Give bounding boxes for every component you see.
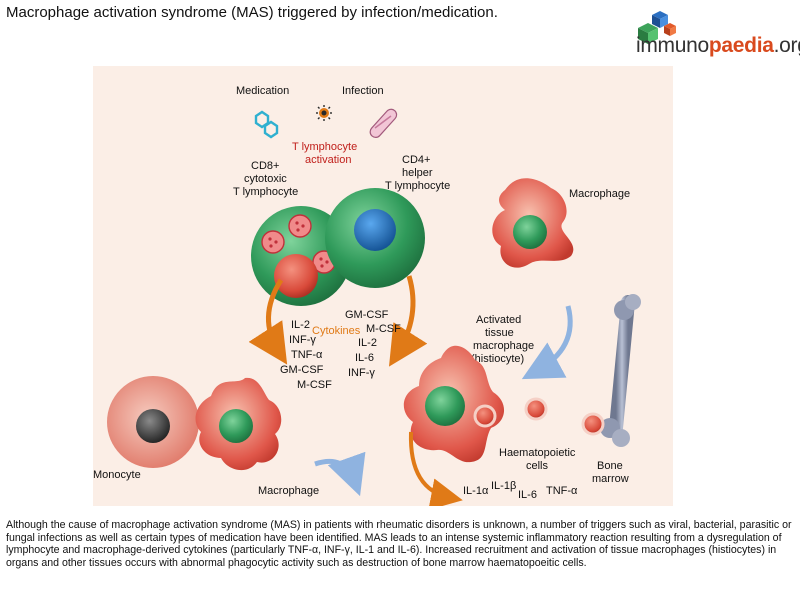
activated-label-line3: macrophage: [473, 340, 534, 352]
mas-diagram: Medication Infection T lymphocyte activa…: [93, 66, 673, 506]
medication-molecule-icon: [254, 110, 279, 139]
cd4-cytokine-arrow: [388, 275, 428, 367]
cd4-label-line2: helper: [402, 167, 433, 179]
cd4-nucleus: [354, 209, 396, 251]
right-cytokine-4: IL-6: [355, 352, 374, 364]
resting-macrophage: [492, 178, 574, 268]
cytotoxic-granules: [261, 214, 336, 274]
logo-text-org: .org: [773, 34, 800, 57]
monocyte-label: Monocyte: [93, 469, 141, 481]
activated-macrophage-nucleus: [425, 386, 465, 426]
haematopoietic-cell-2: [524, 397, 548, 421]
cd8-cytokine-arrow: [248, 278, 288, 365]
left-cytokine-2: INF-γ: [289, 334, 316, 346]
logo-text: immunopaedia.org: [636, 34, 800, 58]
logo-text-paedia: paedia: [708, 34, 774, 57]
left-cytokine-1: IL-2: [291, 319, 310, 331]
haematopoietic-cell-3: [581, 412, 605, 436]
right-cytokine-3: IL-2: [358, 337, 377, 349]
bottom-cytokine-1: IL-1α: [463, 485, 489, 497]
activated-label-line4: (histiocyte): [471, 353, 524, 365]
infection-label: Infection: [342, 85, 384, 97]
haematopoietic-label-line1: Haematopoietic: [499, 447, 576, 459]
activated-label-line1: Activated: [476, 314, 521, 326]
logo-text-immuno: immuno: [636, 34, 709, 57]
macrophage-cytokine-arrow: [408, 431, 463, 506]
macrophage-bottom-label: Macrophage: [258, 485, 319, 497]
virus-icon: [316, 105, 332, 121]
cd4-label-line1: CD4+: [402, 154, 430, 166]
differentiated-macrophage: [195, 377, 282, 471]
left-cytokine-5: M-CSF: [297, 379, 332, 391]
bone-marrow-label-line2: marrow: [592, 473, 629, 485]
monocyte: [107, 376, 199, 468]
cytokines-label: Cytokines: [312, 325, 361, 337]
left-cytokine-4: GM-CSF: [280, 364, 324, 376]
medication-label: Medication: [236, 85, 289, 97]
cd4-label-line3: T lymphocyte: [385, 180, 450, 192]
cd8-label-line3: T lymphocyte: [233, 186, 298, 198]
right-cytokine-5: INF-γ: [348, 367, 375, 379]
monocyte-nucleus: [136, 409, 170, 443]
macrophage-top-label: Macrophage: [569, 188, 630, 200]
haematopoietic-label-line2: cells: [526, 460, 549, 472]
bacterium-icon: [369, 108, 398, 138]
t-activation-label-line2: activation: [305, 154, 351, 166]
bottom-cytokine-4: TNF-α: [546, 485, 578, 497]
t-activation-label-line1: T lymphocyte: [292, 141, 357, 153]
cd4-t-cell: [325, 188, 425, 288]
bone-icon: [600, 294, 641, 447]
caption: Although the cause of macrophage activat…: [6, 519, 792, 569]
macrophage-nucleus: [513, 215, 547, 249]
cd8-label-line1: CD8+: [251, 160, 279, 172]
right-cytokine-1: GM-CSF: [345, 309, 389, 321]
bottom-cytokine-3: IL-6: [518, 489, 537, 501]
activated-label-line2: tissue: [485, 327, 514, 339]
bone-marrow-label-line1: Bone: [597, 460, 623, 472]
cd8-nucleus: [274, 254, 318, 298]
differentiated-macrophage-nucleus: [219, 409, 253, 443]
bottom-cytokine-2: IL-1β: [491, 480, 516, 492]
page-title: Macrophage activation syndrome (MAS) tri…: [6, 4, 498, 21]
left-cytokine-3: TNF-α: [291, 349, 323, 361]
logo-cubes-icon: [638, 11, 676, 44]
immunopaedia-logo[interactable]: [632, 6, 798, 66]
cd8-label-line2: cytotoxic: [244, 173, 287, 185]
haematopoietic-cell-1: [473, 404, 497, 428]
right-cytokine-2: M-CSF: [366, 323, 401, 335]
recruitment-arrow: [314, 451, 366, 497]
activated-macrophage: [403, 345, 505, 463]
activation-arrow: [521, 305, 573, 380]
